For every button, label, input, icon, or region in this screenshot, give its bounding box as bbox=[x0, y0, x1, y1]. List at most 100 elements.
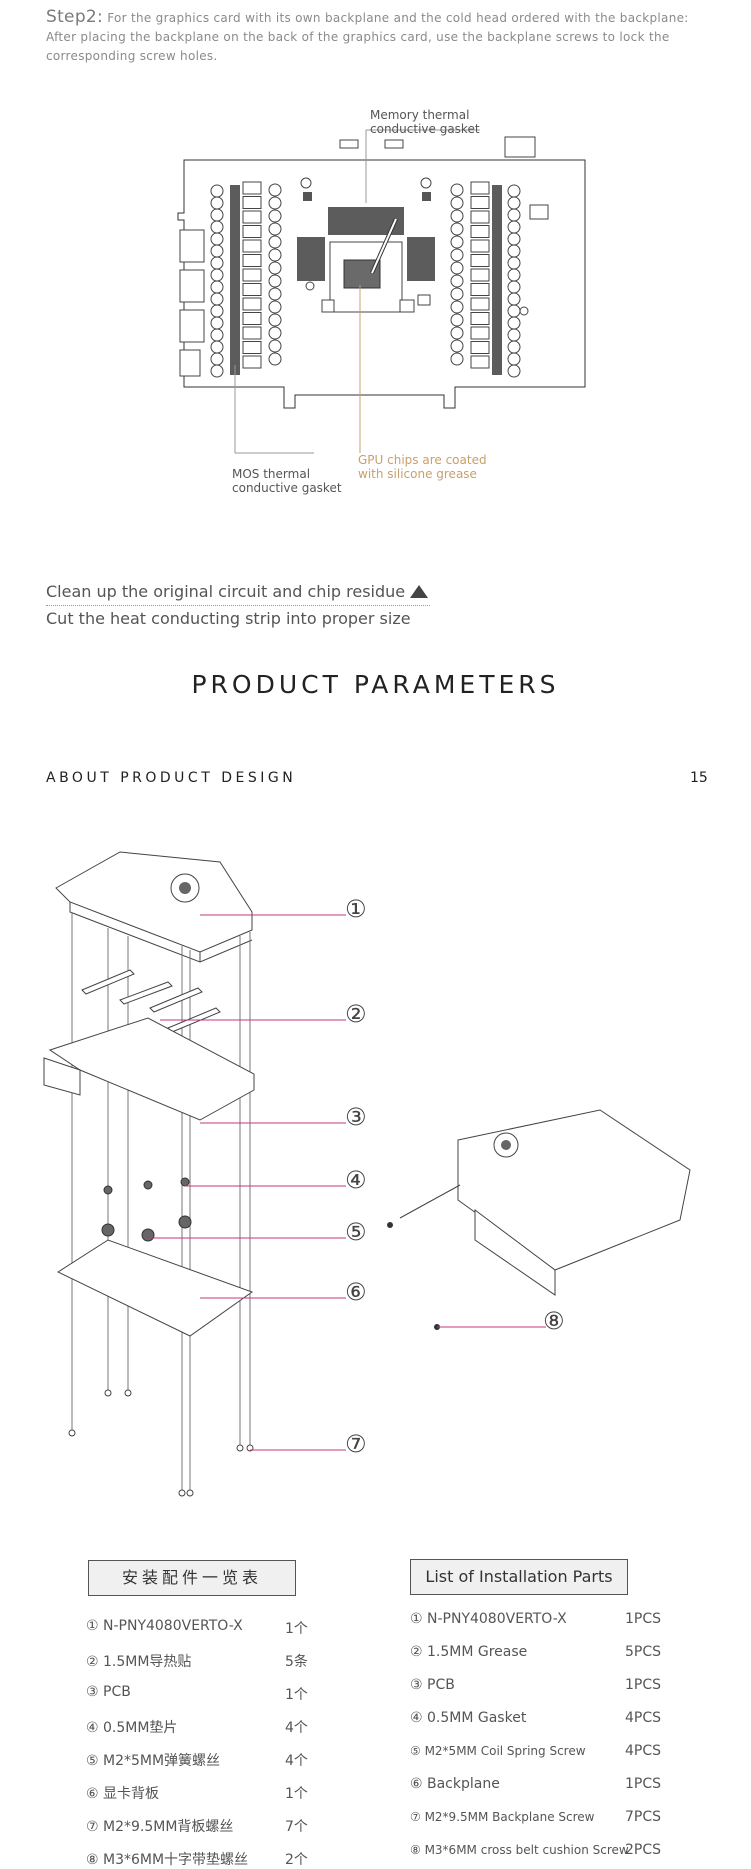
capacitor bbox=[507, 196, 521, 210]
part-name: ⑤ M2*5MM弹簧螺丝 bbox=[86, 1753, 221, 1769]
capacitor-column-left bbox=[210, 184, 224, 378]
part-qty: 7PCS bbox=[625, 1809, 662, 1825]
gpu-die bbox=[343, 259, 381, 289]
part-name: ⑧ M3*6MM十字带垫螺丝 bbox=[86, 1852, 249, 1868]
capacitor bbox=[268, 183, 282, 197]
capacitor bbox=[450, 300, 464, 314]
memory-callout-label: Memory thermal conductive gasket bbox=[370, 108, 480, 136]
choke bbox=[470, 239, 490, 253]
choke bbox=[242, 283, 262, 296]
choke bbox=[242, 355, 262, 369]
capacitor bbox=[210, 244, 224, 258]
choke bbox=[470, 268, 490, 282]
choke bbox=[242, 196, 262, 209]
parts-list-en-title: List of Installation Parts bbox=[410, 1559, 628, 1595]
capacitor bbox=[450, 248, 464, 262]
step2-label: Step2: bbox=[46, 7, 104, 27]
mos-callout-label: MOS thermal conductive gasket bbox=[232, 467, 342, 495]
memory-label-line2: conductive gasket bbox=[370, 122, 480, 136]
io-port bbox=[179, 309, 205, 343]
backplane bbox=[56, 1239, 254, 1337]
part-qty: 2个 bbox=[285, 1852, 308, 1868]
choke bbox=[242, 326, 262, 340]
screw bbox=[186, 1489, 194, 1497]
screw bbox=[141, 1228, 155, 1242]
note-text-1: Clean up the original circuit and chip r… bbox=[46, 582, 406, 601]
part-qty: 5PCS bbox=[625, 1644, 662, 1660]
capacitor bbox=[507, 280, 521, 294]
capacitor bbox=[268, 300, 282, 314]
part-name: ⑥ 显卡背板 bbox=[86, 1786, 160, 1802]
parts-list-cn-title: 安装配件一览表 bbox=[88, 1560, 296, 1596]
gpu-callout-label: GPU chips are coated with silicone greas… bbox=[358, 453, 487, 481]
io-port bbox=[179, 229, 205, 263]
choke bbox=[470, 355, 490, 369]
mos-strip-right bbox=[492, 185, 502, 375]
screw bbox=[180, 1177, 190, 1187]
part-qty: 1PCS bbox=[625, 1677, 662, 1693]
screw bbox=[178, 1489, 186, 1497]
choke bbox=[242, 239, 262, 253]
memory-pad-right bbox=[407, 237, 435, 281]
marker-3: ③ bbox=[345, 1103, 367, 1131]
part-name: ③ PCB bbox=[410, 1677, 455, 1693]
part-name: ④ 0.5MM Gasket bbox=[410, 1710, 527, 1726]
choke bbox=[470, 225, 490, 238]
capacitor bbox=[507, 292, 521, 306]
choke bbox=[470, 283, 490, 296]
marker-7: ⑦ bbox=[345, 1430, 367, 1458]
pcb-board bbox=[48, 1017, 255, 1121]
parts-row: ⑥ Backplane 1PCS bbox=[410, 1776, 685, 1792]
memory-pad-left bbox=[297, 237, 325, 281]
choke bbox=[242, 254, 262, 267]
capacitor bbox=[507, 220, 521, 234]
choke bbox=[242, 297, 262, 311]
marker-1: ① bbox=[345, 895, 367, 923]
capacitor bbox=[268, 248, 282, 262]
capacitor bbox=[507, 328, 521, 342]
capacitor bbox=[210, 196, 224, 210]
page-number: 15 bbox=[690, 770, 708, 786]
part-qty: 1PCS bbox=[625, 1776, 662, 1792]
capacitor-column-right bbox=[450, 183, 464, 366]
choke bbox=[470, 297, 490, 311]
exploded-view-diagram bbox=[43, 851, 691, 1497]
part-qty: 1PCS bbox=[625, 1611, 662, 1627]
choke bbox=[470, 181, 490, 195]
capacitor bbox=[268, 274, 282, 288]
capacitor bbox=[450, 261, 464, 275]
part-name: ⑥ Backplane bbox=[410, 1776, 500, 1792]
pcb-outline bbox=[177, 159, 586, 409]
capacitor bbox=[507, 184, 521, 198]
mos-label-line1: MOS thermal bbox=[232, 467, 311, 481]
marker-5: ⑤ bbox=[345, 1218, 367, 1246]
choke bbox=[242, 268, 262, 282]
capacitor bbox=[210, 352, 224, 366]
capacitor bbox=[210, 316, 224, 330]
capacitor bbox=[507, 364, 521, 378]
capacitor bbox=[507, 304, 521, 318]
capacitor bbox=[507, 244, 521, 258]
screw bbox=[68, 1429, 76, 1437]
capacitor bbox=[507, 340, 521, 354]
screw bbox=[236, 1444, 244, 1452]
mos-label-line2: conductive gasket bbox=[232, 481, 342, 495]
screw bbox=[387, 1222, 393, 1228]
part-name: ③ PCB bbox=[86, 1684, 131, 1700]
capacitor bbox=[210, 256, 224, 270]
capacitor bbox=[210, 220, 224, 234]
step2-paragraph: Step2: For the graphics card with its ow… bbox=[46, 8, 716, 66]
note-line-1: Clean up the original circuit and chip r… bbox=[46, 582, 429, 601]
screw bbox=[101, 1223, 115, 1237]
capacitor bbox=[450, 183, 464, 197]
capacitor bbox=[268, 287, 282, 301]
capacitor bbox=[268, 339, 282, 353]
choke bbox=[470, 326, 490, 340]
choke-column-right bbox=[470, 181, 490, 369]
